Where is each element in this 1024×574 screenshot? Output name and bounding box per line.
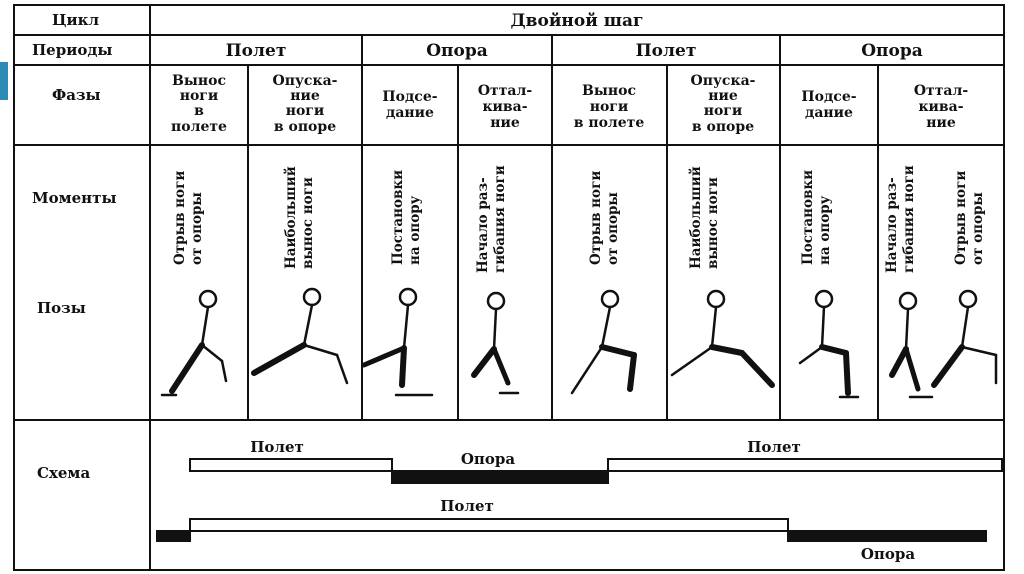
phase-cell-8: Оттал- кива- ние — [914, 83, 968, 131]
svg-text:Вынос: Вынос — [582, 83, 636, 99]
phase-cell-2: Опуска- ние ноги в опоре — [273, 73, 338, 135]
svg-text:ноги: ноги — [180, 88, 219, 104]
svg-text:Начало раз-: Начало раз- — [475, 177, 491, 273]
table-grid — [13, 4, 1005, 571]
svg-text:от опоры: от опоры — [970, 192, 986, 265]
svg-text:Оттал-: Оттал- — [914, 83, 968, 99]
svg-text:вынос ноги: вынос ноги — [705, 177, 721, 269]
svg-text:дание: дание — [386, 105, 434, 121]
scheme-bottom-flight: Полет — [440, 497, 494, 515]
moment-5: Отрыв ноги от опоры — [588, 171, 621, 265]
svg-text:от опоры: от опоры — [605, 192, 621, 265]
svg-text:ние: ние — [490, 115, 520, 131]
phase-cell-3: Подсе- дание — [382, 89, 437, 121]
svg-text:в: в — [194, 103, 204, 119]
svg-text:на опору: на опору — [817, 195, 833, 265]
svg-text:от опоры: от опоры — [189, 192, 205, 265]
svg-text:Оттал-: Оттал- — [478, 83, 532, 99]
svg-text:гибания ноги: гибания ноги — [492, 165, 508, 273]
pose-figure-7 — [798, 289, 860, 399]
svg-text:Начало раз-: Начало раз- — [884, 177, 900, 273]
moment-4: Начало раз- гибания ноги — [475, 165, 508, 273]
svg-text:Наибольший: Наибольший — [688, 166, 704, 269]
svg-text:полете: полете — [171, 119, 227, 135]
pose-figure-4 — [471, 291, 520, 395]
svg-text:кива-: кива- — [482, 99, 527, 115]
scheme-bottom-track: Полет Опора — [156, 497, 987, 563]
svg-text:в опоре: в опоре — [274, 119, 336, 135]
svg-text:в опоре: в опоре — [692, 119, 754, 135]
pose-figure-2 — [251, 287, 349, 385]
row-label-phases: Фазы — [52, 86, 101, 104]
phase-cell-5: Вынос ноги в полете — [574, 83, 645, 131]
row-label-scheme: Схема — [37, 464, 90, 482]
phase-cell-4: Оттал- кива- ние — [478, 83, 532, 131]
scheme-top-flight-2: Полет — [747, 438, 801, 456]
pose-figure-9 — [931, 289, 998, 388]
svg-text:ние: ние — [926, 115, 956, 131]
moment-8: Начало раз- гибания ноги — [884, 165, 917, 273]
scheme-top-track: Полет Опора Полет — [189, 438, 1003, 484]
svg-text:Отрыв ноги: Отрыв ноги — [588, 171, 604, 265]
phase-cell-1: Вынос ноги в полете — [171, 73, 227, 135]
svg-text:Подсе-: Подсе- — [801, 89, 856, 105]
svg-text:Подсе-: Подсе- — [382, 89, 437, 105]
moment-6: Наибольший вынос ноги — [688, 166, 721, 269]
svg-text:Отрыв ноги: Отрыв ноги — [953, 171, 969, 265]
period-flight-2: Полет — [636, 41, 697, 61]
cycle-title: Двойной шаг — [511, 11, 644, 31]
pose-figure-1 — [160, 289, 228, 397]
svg-text:Опуска-: Опуска- — [273, 73, 338, 89]
scheme-top-flight-1: Полет — [250, 438, 304, 456]
period-support-2: Опора — [861, 41, 923, 61]
period-support-1: Опора — [426, 41, 488, 61]
pose-figure-8 — [889, 291, 934, 399]
pose-figure-3 — [361, 287, 434, 397]
scheme-bottom-support: Опора — [861, 545, 916, 563]
svg-text:Постановки: Постановки — [390, 170, 406, 265]
svg-text:в полете: в полете — [574, 115, 645, 131]
row-label-periods: Периоды — [32, 41, 112, 59]
svg-text:ноги: ноги — [590, 99, 629, 115]
moment-3: Постановки на опору — [390, 170, 423, 265]
svg-text:Опуска-: Опуска- — [691, 73, 756, 89]
svg-text:Отрыв ноги: Отрыв ноги — [172, 171, 188, 265]
moment-2: Наибольший вынос ноги — [283, 166, 316, 269]
svg-text:ние: ние — [708, 88, 738, 104]
svg-text:дание: дание — [805, 105, 853, 121]
row-label-poses: Позы — [37, 299, 86, 317]
phase-cell-6: Опуска- ние ноги в опоре — [691, 73, 756, 135]
pose-figures — [160, 287, 998, 399]
svg-text:гибания ноги: гибания ноги — [901, 165, 917, 273]
pose-figure-5 — [570, 289, 637, 395]
pose-figure-6 — [670, 289, 775, 388]
svg-text:Вынос: Вынос — [172, 73, 226, 89]
svg-text:вынос ноги: вынос ноги — [300, 177, 316, 269]
moment-9: Отрыв ноги от опоры — [953, 171, 986, 265]
period-flight-1: Полет — [226, 41, 287, 61]
svg-text:на опору: на опору — [407, 195, 423, 265]
moment-1: Отрыв ноги от опоры — [172, 171, 205, 265]
svg-text:Постановки: Постановки — [800, 170, 816, 265]
row-label-moments: Моменты — [32, 189, 117, 207]
phase-cell-7: Подсе- дание — [801, 89, 856, 121]
svg-text:Наибольший: Наибольший — [283, 166, 299, 269]
svg-text:ние: ние — [290, 88, 320, 104]
svg-text:ноги: ноги — [286, 103, 325, 119]
moment-7: Постановки на опору — [800, 170, 833, 265]
double-step-table: Цикл Периоды Фазы Моменты Позы Схема Дво… — [13, 4, 1005, 571]
row-label-cycle: Цикл — [52, 11, 99, 29]
svg-text:кива-: кива- — [918, 99, 963, 115]
svg-text:ноги: ноги — [704, 103, 743, 119]
scheme-top-support: Опора — [461, 450, 516, 468]
slide-accent-bar — [0, 62, 8, 100]
